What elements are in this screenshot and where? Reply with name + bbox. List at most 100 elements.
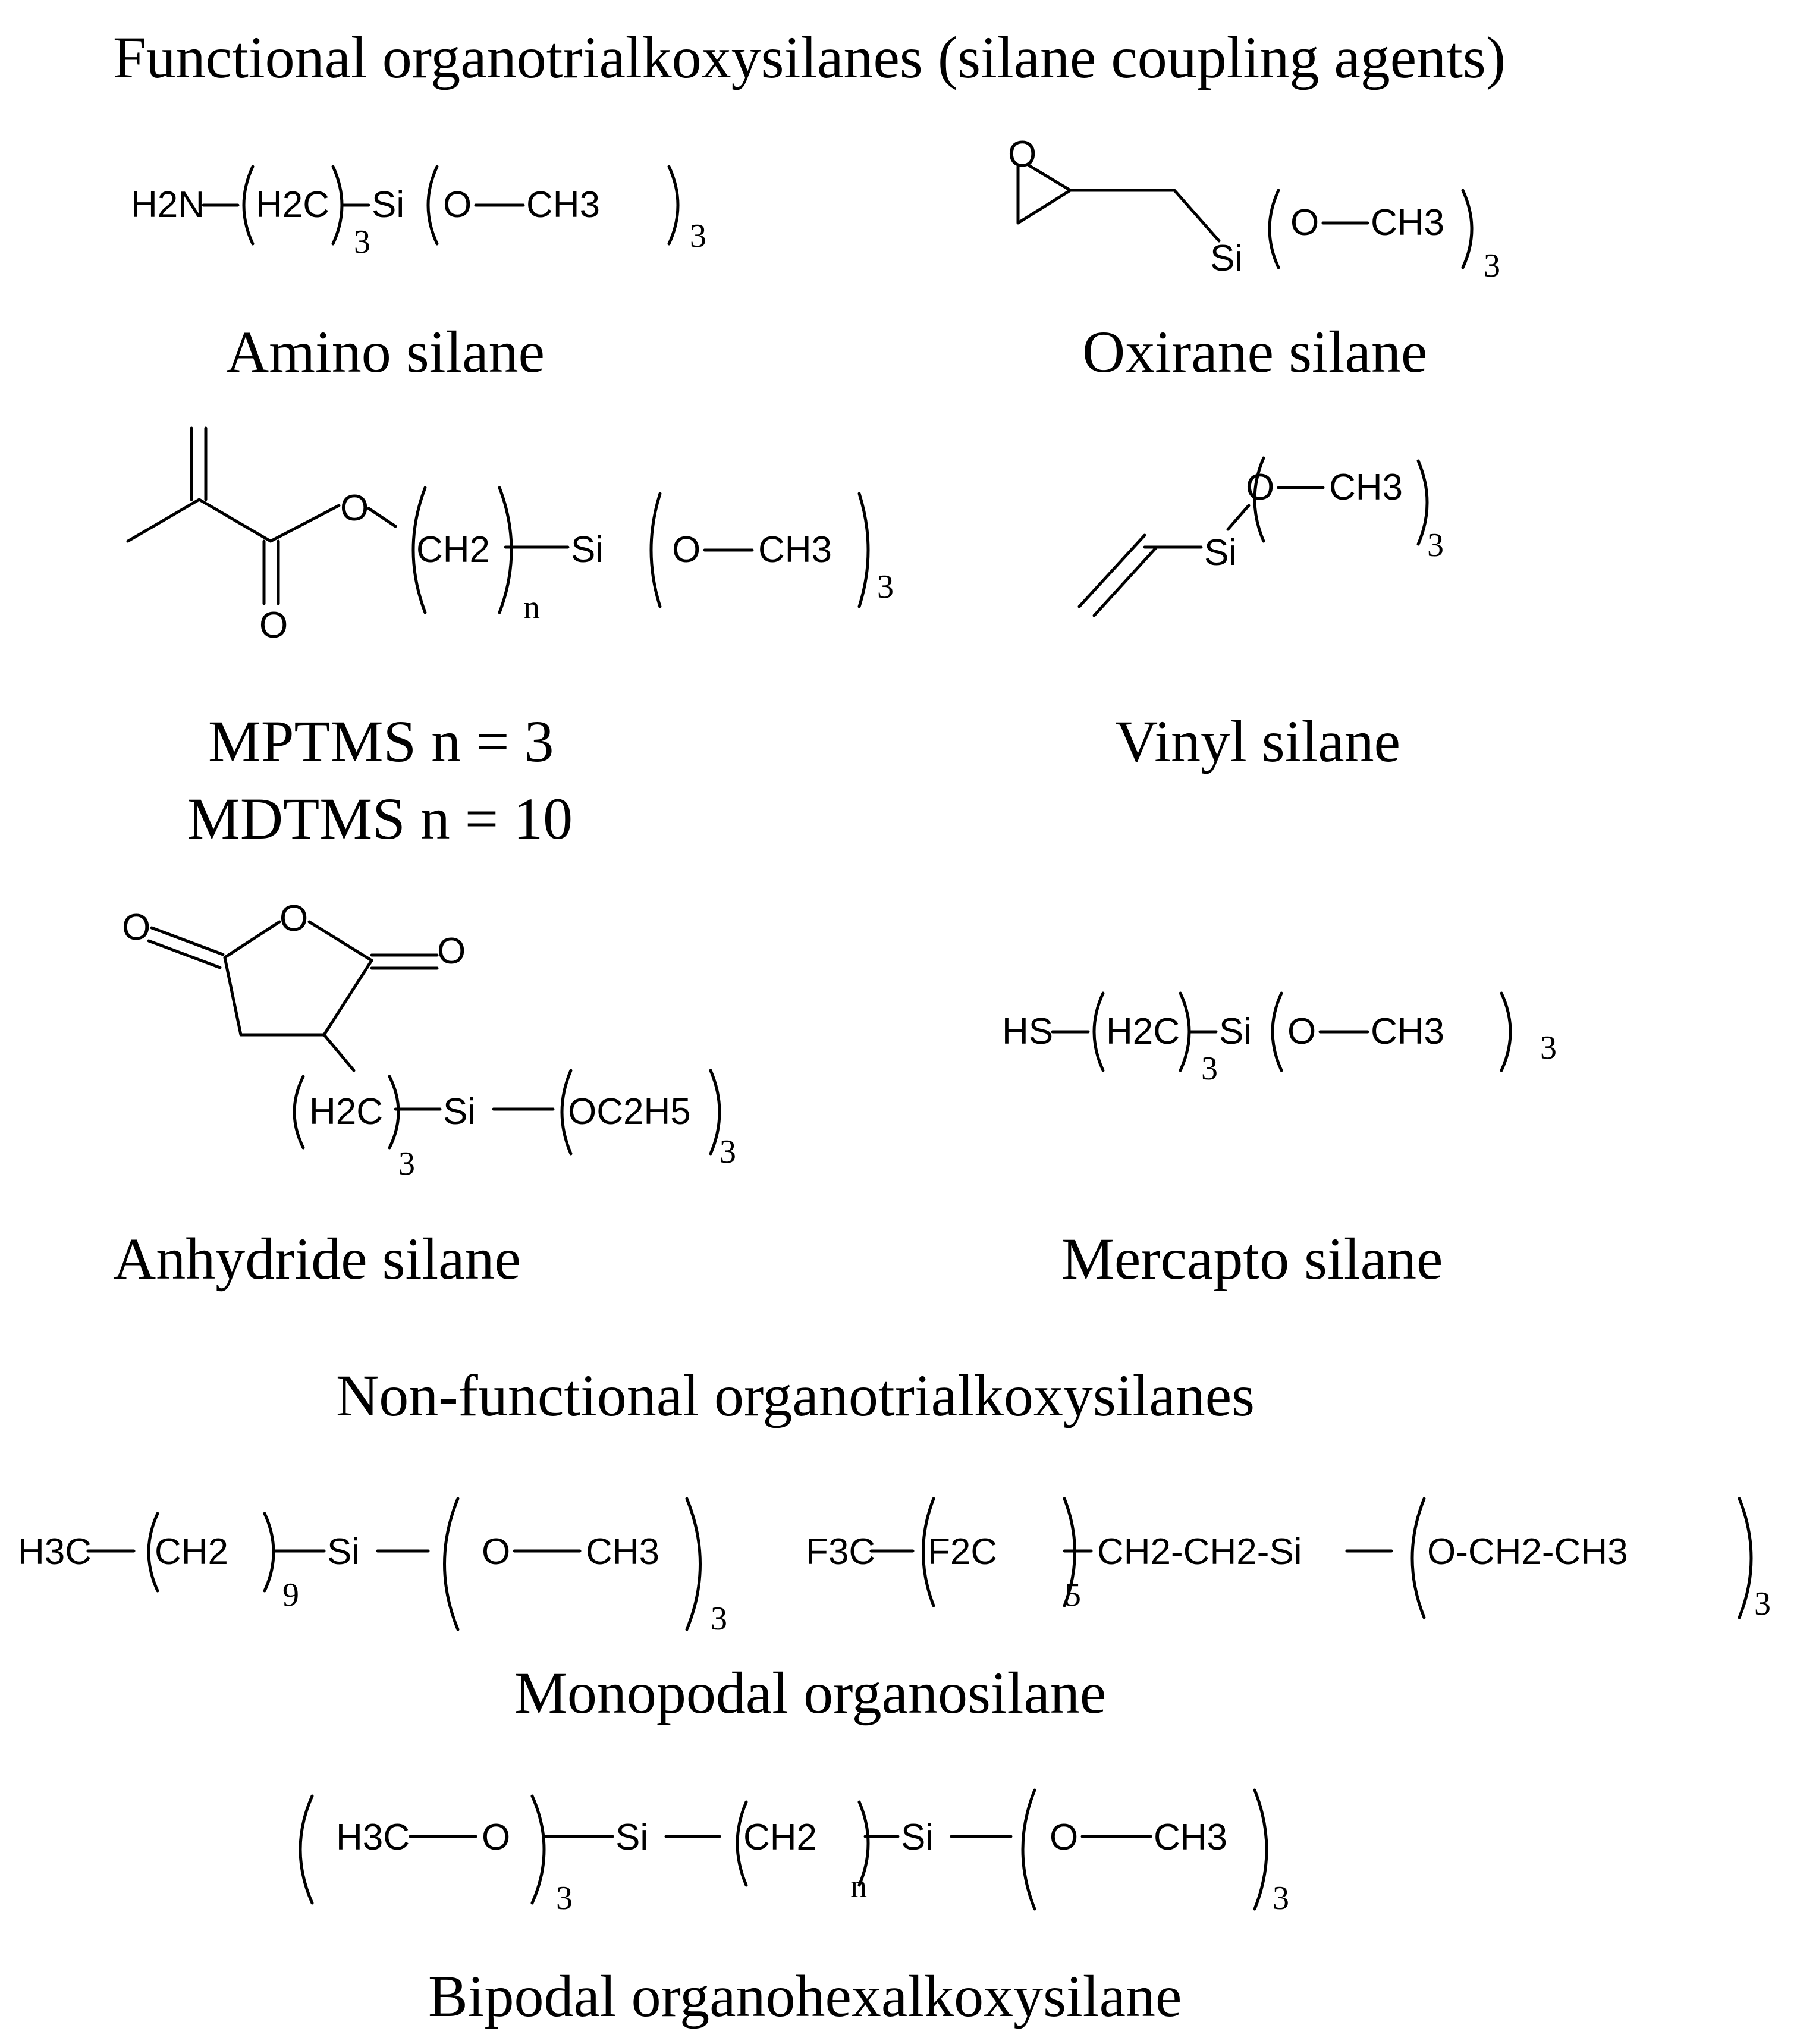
paren-open (299, 1794, 314, 1905)
subscript-3: 3 (1427, 527, 1444, 564)
caption-bipodal: Bipodal organohexalkoxysilane (428, 1963, 1182, 2029)
atom-ch3: CH3 (758, 529, 832, 570)
paren-close (1738, 1497, 1753, 1619)
atom-o: O (482, 1817, 510, 1858)
atom-ch3: CH3 (1371, 202, 1444, 243)
caption-mdtms: MDTMS n = 10 (187, 786, 573, 852)
methacryloxy-silane-structure: O O CH2 n Si O CH3 3 (126, 426, 894, 646)
paren-close (530, 1794, 546, 1905)
vinyl-double-a (1077, 533, 1146, 608)
vinyl-silane-structure: Si O CH3 3 (1077, 456, 1444, 617)
carbonyl-b (147, 939, 222, 969)
atom-h2c: H2C (256, 184, 329, 225)
heading-non-functional: Non-functional organotrialkoxysilanes (336, 1362, 1255, 1428)
subscript-n: n (850, 1868, 867, 1905)
subscript-3: 3 (1484, 247, 1500, 284)
bipodal-silane-structure: H3C O 3 Si CH2 n Si O CH3 3 (299, 1788, 1289, 1917)
atom-h3c: H3C (336, 1817, 410, 1858)
caption-oxirane: Oxirane silane (1082, 319, 1427, 385)
alkyl-silane-structure: H3C CH2 9 Si O CH3 3 (18, 1497, 727, 1637)
paren-open (560, 1069, 573, 1156)
atom-ch2: CH2 (155, 1531, 228, 1572)
subscript-3: 3 (720, 1134, 736, 1170)
paren-open (411, 486, 427, 614)
paren-open (242, 165, 255, 246)
atom-h2c: H2C (309, 1091, 383, 1132)
subscript-3: 3 (398, 1145, 415, 1182)
atom-o: O (122, 907, 150, 948)
subscript-n: n (523, 589, 540, 626)
ring-bond (223, 920, 281, 959)
caption-vinyl: Vinyl silane (1115, 708, 1400, 774)
subscript-3: 3 (1754, 1585, 1771, 1622)
atom-o: O (259, 605, 288, 646)
atom-o: O (443, 184, 472, 225)
subscript-3: 3 (354, 224, 370, 260)
paren-open (147, 1512, 159, 1593)
vinyl-double-b (1092, 545, 1158, 617)
subscript-3: 3 (1201, 1050, 1218, 1087)
atom-ch3: CH3 (526, 184, 600, 225)
atom-si: Si (615, 1817, 648, 1858)
paren-open (1253, 456, 1265, 543)
paren-open (649, 492, 662, 608)
backbone (126, 498, 341, 543)
paren-open (922, 1497, 935, 1607)
paren-close (498, 486, 513, 614)
atom-o: O (340, 488, 369, 529)
bond-chain (1069, 189, 1221, 243)
paren-open (426, 165, 439, 246)
paren-open (1271, 991, 1283, 1072)
paren-close (1253, 1788, 1268, 1911)
paren-close (857, 492, 870, 608)
subscript-3: 3 (690, 218, 706, 255)
atom-f2c: F2C (928, 1531, 997, 1572)
paren-open (736, 1800, 748, 1887)
fluoroalkyl-silane-structure: F3C F2C 5 CH2-CH2-Si O-CH2-CH3 3 (806, 1497, 1771, 1622)
atom-o: O (279, 898, 308, 939)
atom-o: O (1290, 202, 1319, 243)
atom-si: Si (443, 1091, 476, 1132)
caption-anhydride: Anhydride silane (113, 1226, 521, 1292)
paren-open (293, 1075, 305, 1150)
oxirane-silane-structure: O Si O CH3 3 (1008, 134, 1500, 284)
subscript-3: 3 (1540, 1029, 1557, 1066)
subscript-3: 3 (556, 1880, 573, 1917)
atom-ch2-ch2-si: CH2-CH2-Si (1097, 1531, 1302, 1572)
bond (1226, 504, 1251, 531)
paren-close (685, 1497, 702, 1631)
paren-open (1410, 1497, 1426, 1619)
paren-open (443, 1497, 460, 1631)
atom-si: Si (901, 1817, 934, 1858)
paren-close (709, 1069, 721, 1156)
atom-ch2: CH2 (416, 529, 490, 570)
atom-o: O (1050, 1817, 1078, 1858)
carbonyl-a (150, 926, 225, 956)
atom-f3c: F3C (806, 1531, 875, 1572)
epoxide-ring (1016, 164, 1072, 225)
paren-close (1416, 459, 1429, 546)
atom-si: Si (571, 529, 604, 570)
atom-h3c: H3C (18, 1531, 92, 1572)
atom-oc2h5: OC2H5 (568, 1091, 691, 1132)
atom-hs: HS (1002, 1011, 1053, 1052)
paren-open (1021, 1788, 1036, 1911)
atom-o: O (1287, 1011, 1316, 1052)
amino-silane-structure: H2N H2C 3 Si O CH3 3 (131, 165, 706, 260)
caption-mptms: MPTMS n = 3 (208, 708, 554, 774)
subscript-5: 5 (1064, 1577, 1081, 1613)
atom-ch3: CH3 (586, 1531, 659, 1572)
atom-si: Si (1219, 1011, 1252, 1052)
ring-bond (223, 956, 373, 1037)
bond (367, 507, 397, 528)
atom-o: O (672, 529, 700, 570)
atom-ch3: CH3 (1371, 1011, 1444, 1052)
atom-si: Si (1204, 532, 1237, 573)
paren-close (1461, 189, 1474, 269)
atom-si: Si (1210, 238, 1243, 279)
anhydride-silane-structure: O O O H2C 3 Si OC2H5 3 (122, 898, 736, 1182)
atom-o-ch2-ch3: O-CH2-CH3 (1427, 1531, 1628, 1572)
caption-monopodal: Monopodal organosilane (514, 1660, 1106, 1726)
